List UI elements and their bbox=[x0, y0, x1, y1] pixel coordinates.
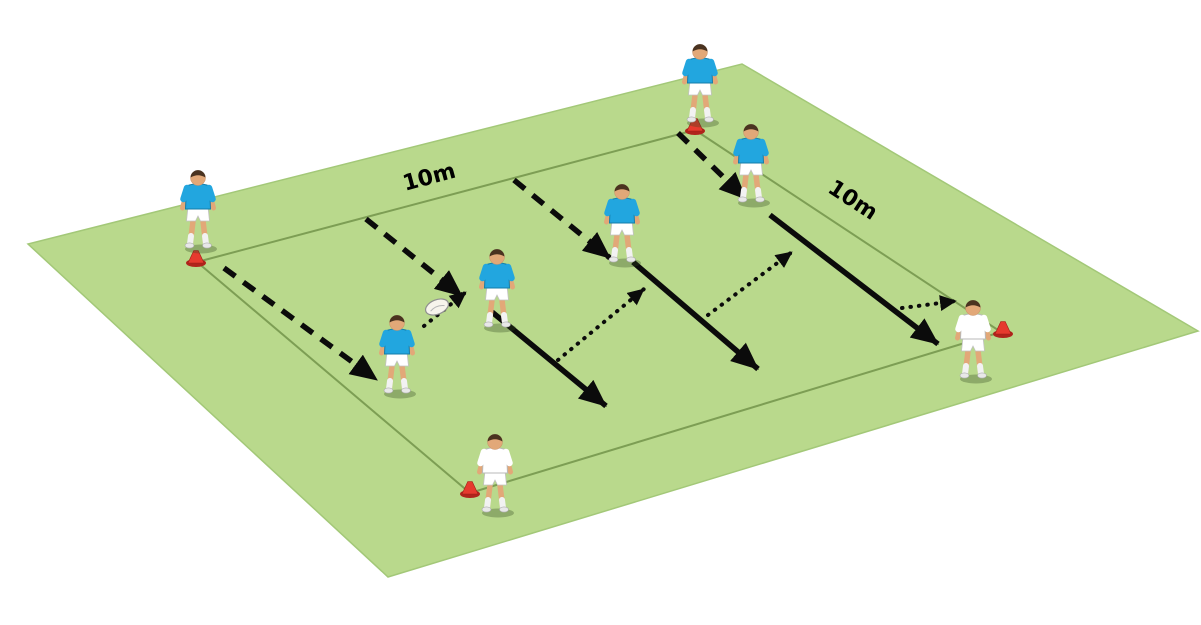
player-sleeve bbox=[379, 329, 390, 348]
player-attacker bbox=[379, 315, 416, 399]
arrow-dashed-run bbox=[676, 131, 748, 201]
player-attacker bbox=[479, 249, 516, 333]
arrow-dotted-pass bbox=[556, 287, 646, 362]
player-boot bbox=[499, 506, 509, 513]
cone bbox=[186, 250, 206, 267]
player-hair bbox=[965, 300, 981, 308]
player-boot bbox=[755, 196, 765, 203]
player-defender bbox=[955, 300, 992, 384]
player-sleeve bbox=[404, 329, 415, 348]
player-sleeve bbox=[629, 198, 640, 217]
player-boot bbox=[401, 387, 411, 394]
player-boot bbox=[686, 116, 697, 123]
player-boot bbox=[202, 242, 212, 249]
player-sleeve bbox=[180, 184, 191, 203]
cone bbox=[685, 118, 705, 135]
arrow-dashed-run bbox=[222, 265, 379, 383]
player-sleeve bbox=[682, 58, 693, 77]
arrow-dashed-run bbox=[364, 216, 464, 299]
player-sleeve bbox=[758, 138, 769, 157]
player-hair bbox=[487, 434, 503, 442]
player-sleeve bbox=[477, 448, 488, 467]
cone-body bbox=[994, 321, 1012, 335]
player-hair bbox=[489, 249, 505, 257]
arrow-dotted-pass bbox=[706, 250, 794, 317]
player-sleeve bbox=[980, 314, 991, 333]
player-sleeve bbox=[604, 198, 615, 217]
cone-body bbox=[686, 118, 704, 132]
rugby-ball bbox=[424, 298, 450, 316]
player-sleeve bbox=[502, 448, 513, 467]
arrow-dashed-run bbox=[512, 177, 612, 261]
cone bbox=[993, 321, 1013, 338]
player-boot bbox=[184, 242, 195, 249]
player-boot bbox=[626, 256, 636, 263]
cone-body bbox=[187, 250, 205, 264]
player-boot bbox=[501, 321, 511, 328]
player-sleeve bbox=[707, 58, 718, 77]
player-attacker bbox=[733, 124, 770, 208]
player-boot bbox=[483, 321, 494, 328]
player-hair bbox=[743, 124, 759, 132]
player-boot bbox=[977, 372, 987, 379]
cone bbox=[460, 481, 480, 498]
cone-body bbox=[461, 481, 479, 495]
player-boot bbox=[704, 116, 714, 123]
player-boot bbox=[481, 506, 492, 513]
player-boot bbox=[383, 387, 394, 394]
player-boot bbox=[608, 256, 619, 263]
player-sleeve bbox=[955, 314, 966, 333]
player-attacker bbox=[682, 44, 719, 128]
player-hair bbox=[389, 315, 405, 323]
player-sleeve bbox=[733, 138, 744, 157]
player-sleeve bbox=[504, 263, 515, 282]
player-hair bbox=[692, 44, 708, 52]
player-attacker bbox=[604, 184, 641, 268]
player-boot bbox=[959, 372, 970, 379]
arrow-solid-run bbox=[768, 212, 940, 347]
field bbox=[26, 63, 1200, 578]
player-sleeve bbox=[205, 184, 216, 203]
arrow-solid-run bbox=[631, 259, 760, 372]
player-hair bbox=[190, 170, 206, 178]
player-defender bbox=[477, 434, 514, 518]
arrow-dotted-pass bbox=[900, 295, 958, 311]
player-boot bbox=[737, 196, 748, 203]
player-attacker bbox=[180, 170, 217, 254]
arrow-solid-run bbox=[490, 309, 608, 409]
player-hair bbox=[614, 184, 630, 192]
player-sleeve bbox=[479, 263, 490, 282]
rugby-ball-seam bbox=[430, 304, 445, 312]
